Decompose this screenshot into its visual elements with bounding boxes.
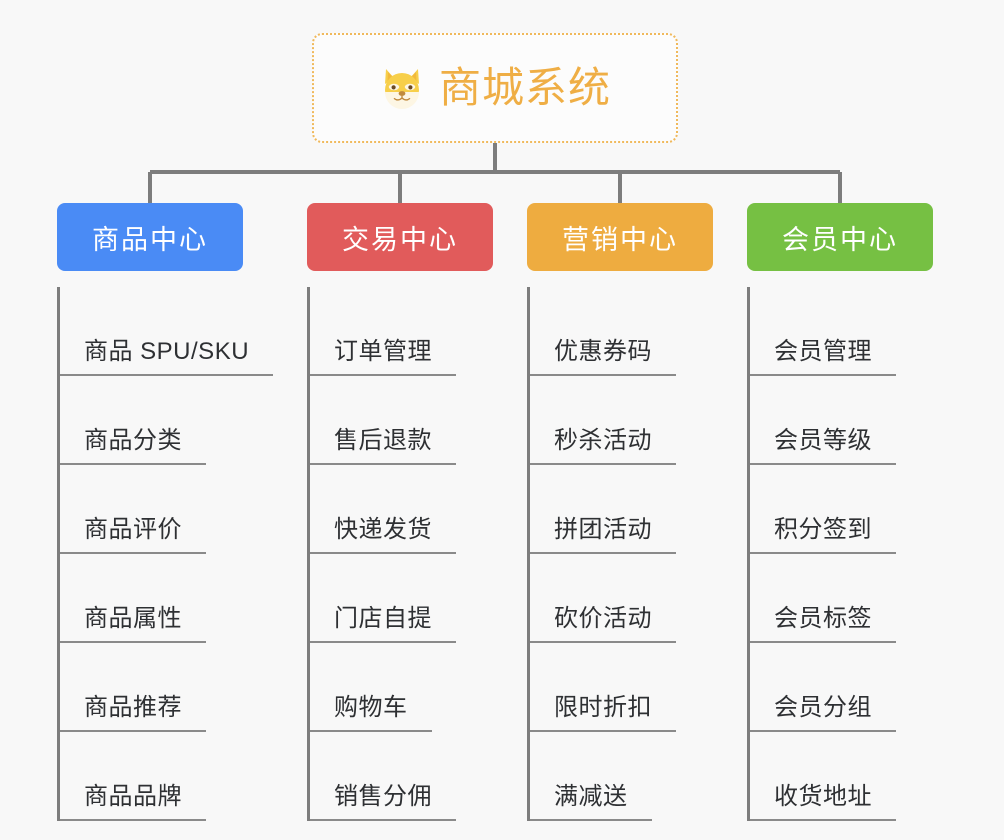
column-member-center: 会员中心 会员管理 会员等级 积分签到 会员标签 会员分组 收货地址 — [747, 203, 933, 821]
category-header-trade-center[interactable]: 交易中心 — [307, 203, 493, 271]
list-item-label: 满减送 — [530, 776, 652, 821]
list-item-label: 商品属性 — [60, 598, 206, 643]
list-item-label: 售后退款 — [310, 420, 456, 465]
list-item-label: 限时折扣 — [530, 687, 676, 732]
list-item-label: 收货地址 — [750, 776, 896, 821]
list-item[interactable]: 售后退款 — [310, 376, 493, 465]
list-item-label: 商品评价 — [60, 509, 206, 554]
list-item-label: 购物车 — [310, 687, 432, 732]
column-marketing-center: 营销中心 优惠券码 秒杀活动 拼团活动 砍价活动 限时折扣 满减送 — [527, 203, 713, 821]
list-item-label: 订单管理 — [310, 331, 456, 376]
list-item[interactable]: 会员管理 — [750, 287, 933, 376]
category-header-label: 商品中心 — [92, 224, 208, 255]
column-trade-center: 交易中心 订单管理 售后退款 快递发货 门店自提 购物车 销售分佣 — [307, 203, 493, 821]
list-item[interactable]: 商品分类 — [60, 376, 243, 465]
list-item-label: 积分签到 — [750, 509, 896, 554]
list-item-label: 商品分类 — [60, 420, 206, 465]
list-item[interactable]: 商品 SPU/SKU — [60, 287, 274, 376]
list-item[interactable]: 优惠券码 — [530, 287, 713, 376]
category-items-trade-center: 订单管理 售后退款 快递发货 门店自提 购物车 销售分佣 — [307, 287, 493, 821]
list-item-label: 销售分佣 — [310, 776, 456, 821]
list-item[interactable]: 砍价活动 — [530, 554, 713, 643]
list-item-label: 优惠券码 — [530, 331, 676, 376]
list-item-label: 会员标签 — [750, 598, 896, 643]
list-item[interactable]: 会员等级 — [750, 376, 933, 465]
list-item-label: 快递发货 — [310, 509, 456, 554]
list-item-label: 门店自提 — [310, 598, 456, 643]
column-product-center: 商品中心 商品 SPU/SKU 商品分类 商品评价 商品属性 商品推荐 商品品牌 — [57, 203, 274, 821]
shiba-dog-face-icon — [379, 65, 425, 111]
list-item[interactable]: 满减送 — [530, 732, 713, 821]
category-header-product-center[interactable]: 商品中心 — [57, 203, 243, 271]
root-node-shop-system[interactable]: 商城系统 — [312, 33, 678, 143]
list-item-label: 会员分组 — [750, 687, 896, 732]
list-item[interactable]: 收货地址 — [750, 732, 933, 821]
list-item[interactable]: 会员分组 — [750, 643, 933, 732]
list-item[interactable]: 商品属性 — [60, 554, 243, 643]
category-header-label: 交易中心 — [342, 224, 458, 255]
list-item[interactable]: 商品品牌 — [60, 732, 243, 821]
list-item-label: 会员管理 — [750, 331, 896, 376]
list-item[interactable]: 拼团活动 — [530, 465, 713, 554]
list-item-label: 秒杀活动 — [530, 420, 676, 465]
list-item-label: 商品 SPU/SKU — [60, 331, 274, 376]
category-items-product-center: 商品 SPU/SKU 商品分类 商品评价 商品属性 商品推荐 商品品牌 — [57, 287, 274, 821]
list-item[interactable]: 积分签到 — [750, 465, 933, 554]
list-item-label: 砍价活动 — [530, 598, 676, 643]
list-item-label: 拼团活动 — [530, 509, 676, 554]
list-item[interactable]: 商品推荐 — [60, 643, 243, 732]
list-item-label: 商品品牌 — [60, 776, 206, 821]
category-items-marketing-center: 优惠券码 秒杀活动 拼团活动 砍价活动 限时折扣 满减送 — [527, 287, 713, 821]
list-item[interactable]: 销售分佣 — [310, 732, 493, 821]
list-item[interactable]: 快递发货 — [310, 465, 493, 554]
category-items-member-center: 会员管理 会员等级 积分签到 会员标签 会员分组 收货地址 — [747, 287, 933, 821]
list-item-label: 会员等级 — [750, 420, 896, 465]
list-item-label: 商品推荐 — [60, 687, 206, 732]
list-item[interactable]: 门店自提 — [310, 554, 493, 643]
category-header-member-center[interactable]: 会员中心 — [747, 203, 933, 271]
list-item[interactable]: 秒杀活动 — [530, 376, 713, 465]
list-item[interactable]: 订单管理 — [310, 287, 493, 376]
list-item[interactable]: 限时折扣 — [530, 643, 713, 732]
category-header-label: 营销中心 — [562, 224, 678, 255]
list-item[interactable]: 购物车 — [310, 643, 493, 732]
list-item[interactable]: 商品评价 — [60, 465, 243, 554]
category-header-marketing-center[interactable]: 营销中心 — [527, 203, 713, 271]
root-title: 商城系统 — [438, 64, 611, 111]
category-header-label: 会员中心 — [782, 224, 898, 255]
list-item[interactable]: 会员标签 — [750, 554, 933, 643]
